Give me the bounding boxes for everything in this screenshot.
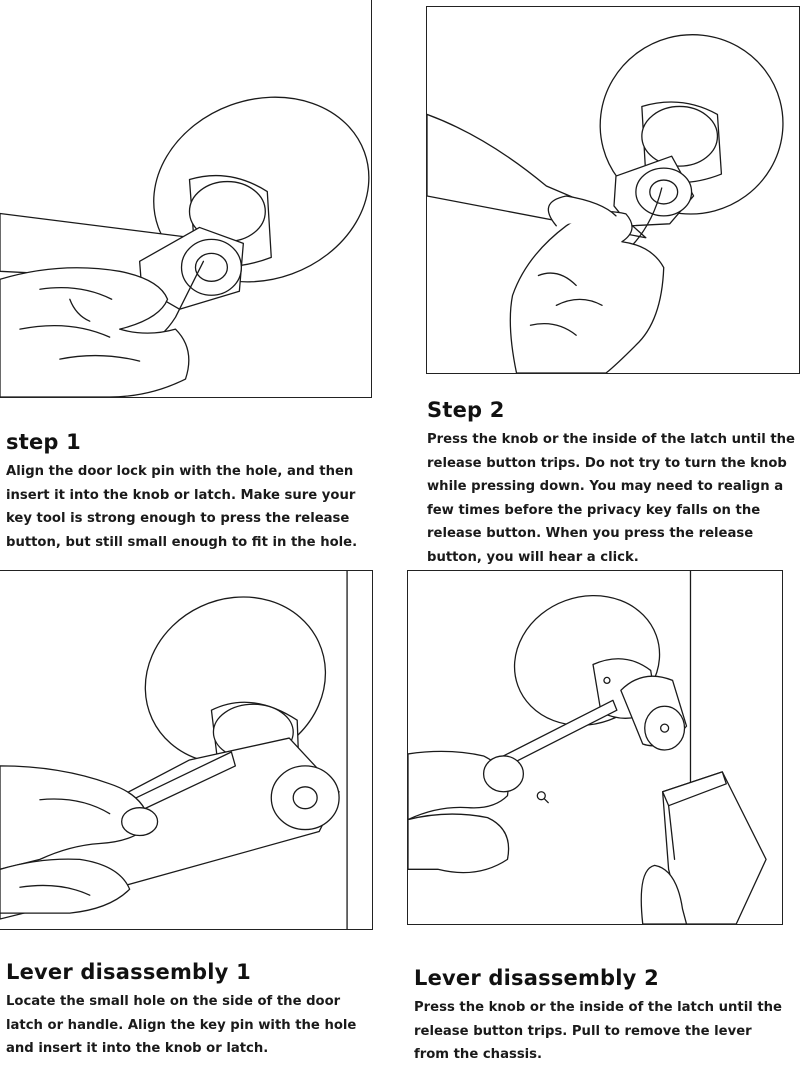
step-2-body: Press the knob or the inside of the latc… — [427, 432, 796, 565]
lever-disassembly-2-caption: Lever disassembly 2 Press the knob or th… — [414, 966, 786, 1067]
lever-disassembly-2-body: Press the knob or the inside of the latc… — [414, 1000, 783, 1063]
lever-disassembly-1-illustration — [0, 570, 373, 930]
step-1-title: step 1 — [6, 430, 81, 454]
lever-disassembly-1-body: Locate the small hole on the side of the… — [6, 994, 357, 1057]
step-2-title: Step 2 — [427, 398, 505, 422]
step-1-illustration — [0, 0, 372, 398]
step-2-caption: Step 2 Press the knob or the inside of t… — [427, 398, 800, 570]
lever-disassembly-2-title: Lever disassembly 2 — [414, 966, 659, 990]
lever-disassembly-2-illustration — [407, 570, 783, 925]
lever-disassembly-1-title: Lever disassembly 1 — [6, 960, 251, 984]
step-1-body: Align the door lock pin with the hole, a… — [6, 464, 358, 550]
lever-disassembly-1-caption: Lever disassembly 1 Locate the small hol… — [6, 960, 378, 1061]
step-2-illustration — [426, 6, 800, 374]
step-1-caption: step 1 Align the door lock pin with the … — [6, 430, 372, 554]
